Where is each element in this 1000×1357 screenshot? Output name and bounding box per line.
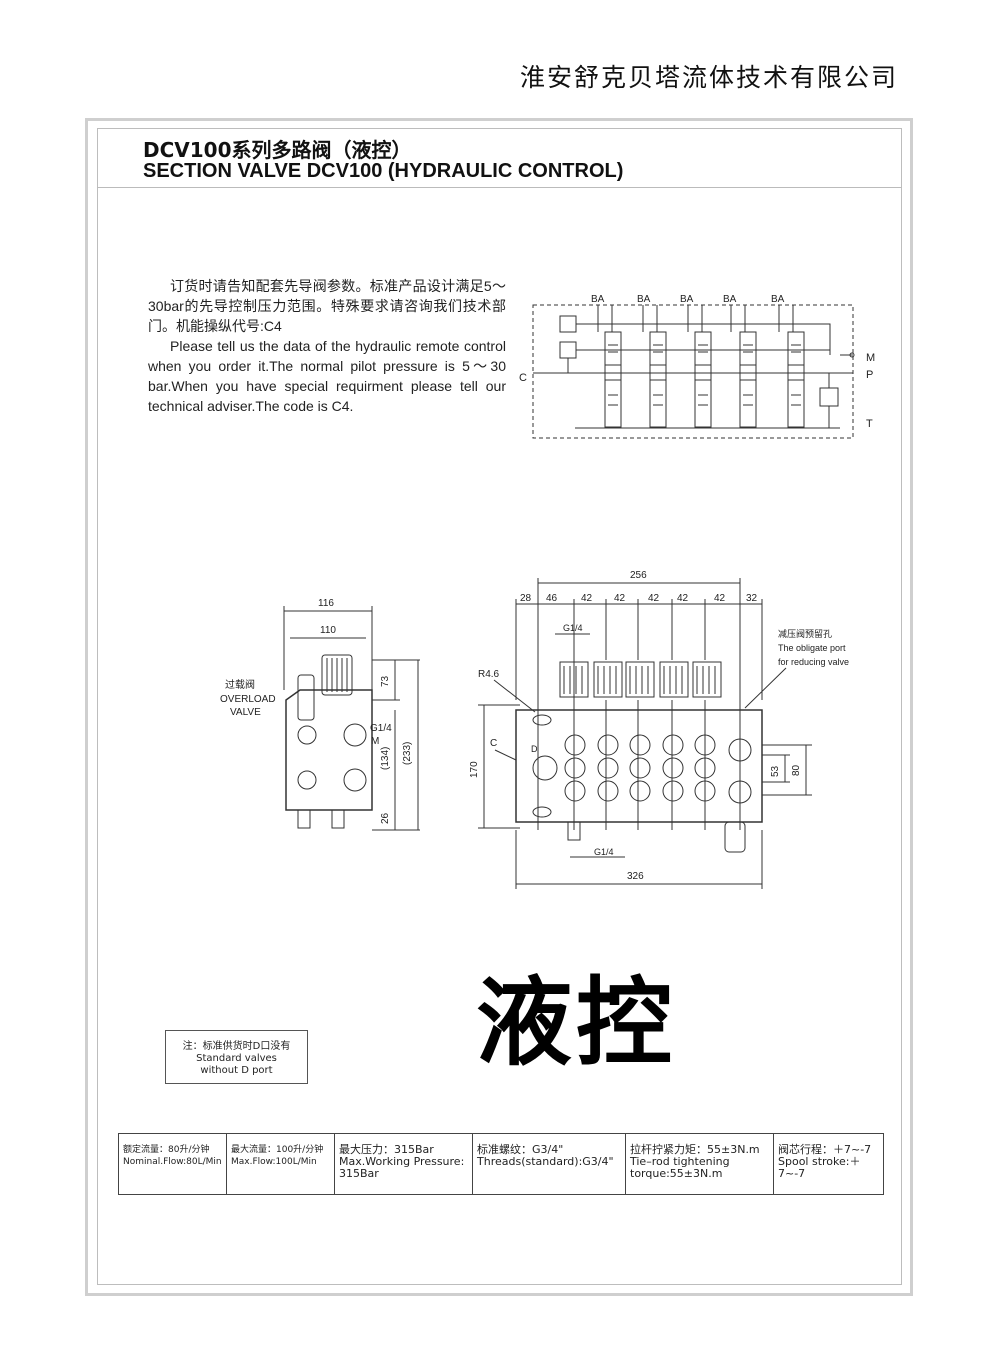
actuator-cap	[321, 654, 353, 696]
page-frame-inner	[97, 128, 902, 1285]
company-name: 淮安舒克贝塔流体技术有限公司	[519, 63, 898, 92]
port-g14-label: G1/4	[370, 723, 392, 734]
title-english: SECTION VALVE DCV100 (HYDRAULIC CONTROL)	[143, 160, 624, 182]
dim-42: 42	[581, 593, 593, 604]
port-g14-top: G1/4	[563, 623, 583, 633]
dim-110: 110	[320, 625, 336, 636]
dim-42: 42	[677, 593, 689, 604]
big-hydraulic-label: 液控	[476, 966, 676, 1079]
schematic-boundary	[532, 304, 854, 439]
port-m-label: M	[371, 736, 379, 747]
relief-valve	[559, 315, 577, 333]
note-en2: without D port	[200, 1065, 273, 1076]
port-label-ba: BA	[771, 294, 785, 305]
port-label-p: P	[866, 369, 873, 381]
port-g14-bottom: G1/4	[594, 847, 614, 857]
side-view-drawing: 116 110 过载阀 OVERLOAD VALVE G1/4 M 73 (13…	[220, 598, 420, 831]
spec-cell: 最大压力：315Bar Max.Working Pressure: 315Bar	[334, 1133, 473, 1195]
reducing-valve-plug	[724, 821, 746, 853]
description-english: Please tell us the data of the hydraulic…	[148, 338, 506, 414]
overload-label-cn: 过载阀	[225, 678, 255, 691]
overload-label-en2: VALVE	[230, 707, 261, 718]
spec-table: 额定流量：80升/分钟 Nominal.Flow:80L/Min 最大流量：10…	[118, 1133, 884, 1195]
note-box: 注：标准供货时D口没有 Standard valves without D po…	[165, 1030, 308, 1084]
actuator-caps	[559, 661, 722, 698]
dim-233: (233)	[402, 742, 413, 765]
bottom-plug	[331, 809, 345, 829]
bottom-plug	[567, 821, 581, 841]
spec-cell: 阀芯行程：＋7~-7 Spool stroke:＋7~-7	[773, 1133, 884, 1195]
obligate-port-cn: 减压阀预留孔	[778, 628, 832, 639]
page-frame-outer	[85, 118, 913, 1296]
dim-42: 42	[648, 593, 660, 604]
port-circle	[297, 770, 317, 790]
port-label-m: M	[866, 352, 875, 364]
dim-28: 28	[520, 593, 532, 604]
title-chinese: DCV100系列多路阀（液控）	[143, 138, 412, 162]
dim-32: 32	[746, 593, 758, 604]
valve-body	[285, 689, 373, 811]
port-c-label: C	[490, 738, 497, 749]
radius-label: R4.6	[478, 669, 500, 680]
port-circle	[297, 725, 317, 745]
dim-73: 73	[380, 675, 391, 687]
valve-sections	[595, 305, 831, 428]
spec-row: 额定流量：80升/分钟 Nominal.Flow:80L/Min 最大流量：10…	[118, 1133, 884, 1195]
dim-170: 170	[469, 761, 480, 778]
port-circles	[532, 714, 752, 818]
dim-26: 26	[380, 812, 391, 824]
gauge-port	[849, 352, 855, 358]
overload-valve-plug	[297, 674, 315, 721]
dim-80: 80	[791, 764, 802, 776]
note-en1: Standard valves	[196, 1053, 277, 1064]
dim-42: 42	[714, 593, 726, 604]
bottom-plug	[297, 809, 311, 829]
port-label-t: T	[866, 418, 873, 430]
title-divider	[97, 187, 902, 188]
main-relief-valve	[819, 387, 839, 407]
description: 订货时请告知配套先导阀参数。标准产品设计满足5～30bar的先导控制压力范围。特…	[148, 276, 506, 416]
dim-53: 53	[770, 765, 781, 777]
port-d-label: D	[531, 744, 538, 754]
dim-42: 42	[614, 593, 626, 604]
relief-valve	[559, 341, 577, 359]
front-view-drawing: 256 28 46 42 42 42 42 42 32 G1/4	[469, 570, 849, 889]
valve-block-body	[515, 709, 763, 823]
obligate-port-en: The obligate port	[778, 643, 846, 653]
port-label-c: C	[519, 372, 527, 384]
dim-256: 256	[630, 570, 647, 581]
obligate-port-en2: for reducing valve	[778, 657, 849, 667]
spec-cell: 额定流量：80升/分钟 Nominal.Flow:80L/Min	[118, 1133, 227, 1195]
spec-cell: 标准螺纹：G3/4" Threads(standard):G3/4"	[472, 1133, 626, 1195]
port-label-ba: BA	[680, 294, 694, 305]
note-cn: 注：标准供货时D口没有	[182, 1041, 291, 1052]
port-circle	[343, 768, 367, 792]
spec-cell: 最大流量：100升/分钟 Max.Flow:100L/Min	[226, 1133, 335, 1195]
dim-116: 116	[318, 598, 334, 609]
dim-46: 46	[546, 593, 558, 604]
dim-134: (134)	[380, 747, 391, 770]
description-chinese: 订货时请告知配套先导阀参数。标准产品设计满足5～30bar的先导控制压力范围。特…	[148, 278, 506, 334]
hydraulic-schematic: BA BA BA BA BA C M P T	[519, 294, 875, 439]
overload-label-en: OVERLOAD	[220, 694, 276, 705]
port-circle	[343, 723, 367, 747]
port-label-ba: BA	[591, 294, 605, 305]
port-label-ba: BA	[637, 294, 651, 305]
port-label-ba: BA	[723, 294, 737, 305]
dim-326: 326	[627, 871, 644, 882]
spec-cell: 拉杆拧紧力矩：55±3N.m Tie–rod tightening torque…	[625, 1133, 774, 1195]
